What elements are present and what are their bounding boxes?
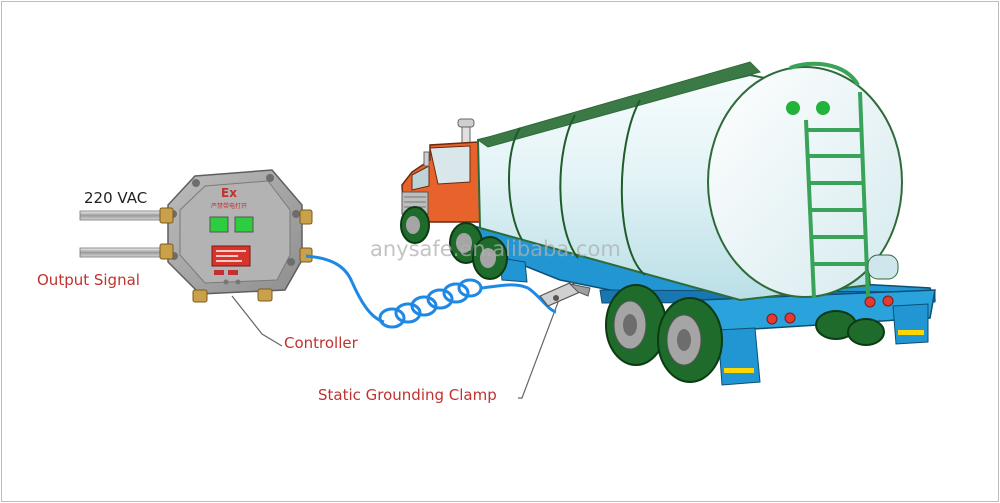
cab-wheel-front xyxy=(400,206,430,244)
mud-flap-left xyxy=(717,327,761,386)
ex-mark: Ex xyxy=(221,186,237,200)
grounding-cable xyxy=(305,254,557,329)
indicator-window-right xyxy=(234,216,254,233)
power-conduit xyxy=(79,210,173,221)
indicator-window-left xyxy=(209,216,229,233)
tank-ladder xyxy=(789,61,870,299)
tanker-truck xyxy=(400,61,937,386)
rear-wheel-far xyxy=(815,310,885,346)
signal-conduit xyxy=(79,247,173,258)
trailer-wheel-rear xyxy=(657,297,723,383)
clamp-leader-line xyxy=(518,296,561,399)
tank-end-cap xyxy=(707,66,903,298)
tank-light-right xyxy=(816,101,830,115)
drive-wheel-2 xyxy=(472,236,508,280)
controller-label: Controller xyxy=(284,334,358,352)
controller-box: Ex 严禁带电打开 xyxy=(159,169,313,303)
output-signal-label: Output Signal xyxy=(37,271,140,289)
tank-light-left xyxy=(786,101,800,115)
device-nameplate: 严禁带电打开 xyxy=(211,202,247,210)
grounding-clamp-label: Static Grounding Clamp xyxy=(318,386,497,404)
power-label: 220 VAC xyxy=(84,189,148,207)
grounding-clamp xyxy=(539,281,591,307)
mud-flap-right xyxy=(892,303,929,345)
controller-leader-line xyxy=(231,295,283,347)
truck-cab xyxy=(401,118,481,223)
trailer-wheel-front xyxy=(605,284,667,366)
watermark: anysafe.en.alibaba.com xyxy=(370,237,621,261)
